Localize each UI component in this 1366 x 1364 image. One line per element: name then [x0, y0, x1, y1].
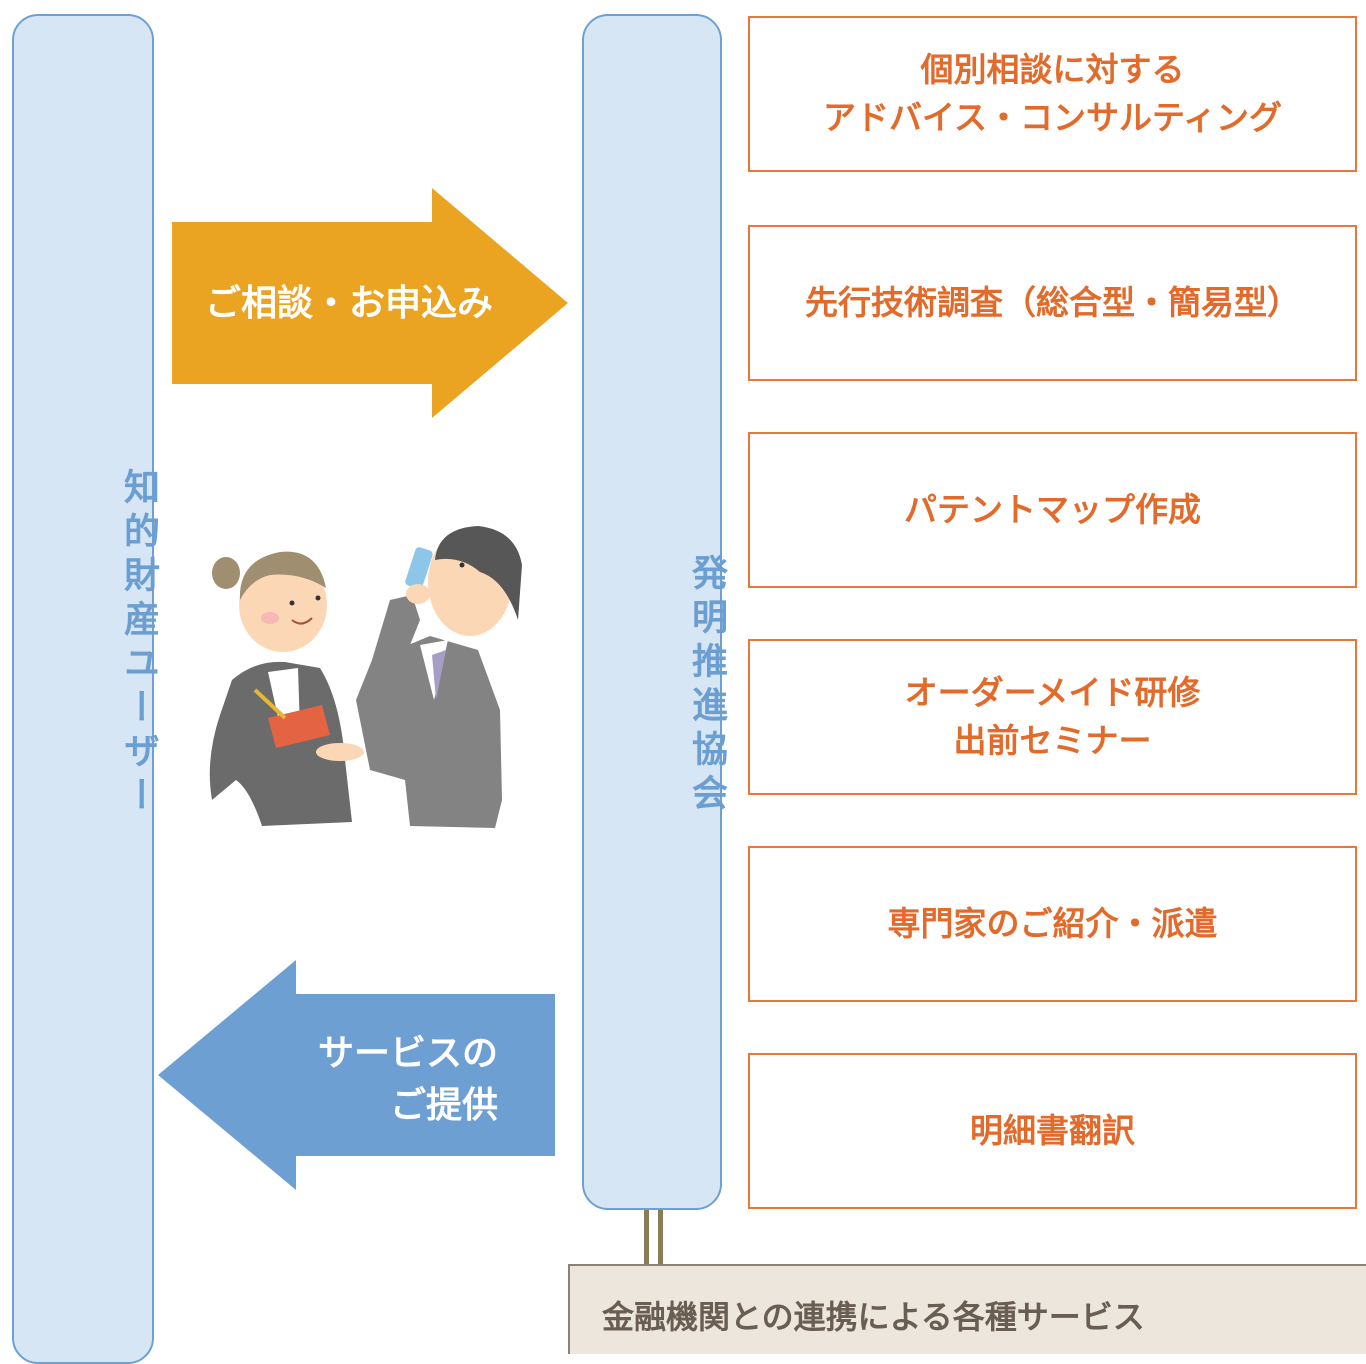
association-pillar: 発明推進協会 — [582, 14, 727, 1210]
provide-label-line2: ご提供 — [389, 1085, 498, 1127]
ip-user-label: 知的財産ユーザー — [118, 468, 159, 820]
provide-arrow-label: サービスの ご提供 — [302, 1028, 498, 1132]
service-custom-training: オーダーメイド研修 出前セミナー — [748, 639, 1357, 795]
ip-user-pillar: 知的財産ユーザー — [12, 14, 159, 1364]
business-people-illustration — [209, 526, 522, 828]
service-label-line1: 先行技術調査（総合型・簡易型） — [805, 283, 1300, 323]
provide-label-line1: サービスの — [317, 1033, 498, 1074]
service-label-line1: 個別相談に対する — [920, 50, 1185, 90]
service-label-line2: 出前セミナー — [953, 721, 1152, 760]
service-expert-referral: 専門家のご紹介・派遣 — [748, 846, 1357, 1002]
service-label-line1: 明細書翻訳 — [970, 1111, 1135, 1151]
service-patent-map: パテントマップ作成 — [748, 432, 1357, 588]
service-label-line1: オーダーメイド研修 — [904, 673, 1201, 713]
association-label: 発明推進協会 — [686, 554, 727, 818]
service-translation: 明細書翻訳 — [748, 1053, 1357, 1209]
finance-connector — [644, 1210, 664, 1268]
service-prior-art-search: 先行技術調査（総合型・簡易型） — [748, 225, 1357, 381]
service-label-line1: パテントマップ作成 — [904, 490, 1201, 530]
service-label-line1: 専門家のご紹介・派遣 — [887, 904, 1218, 944]
service-consulting: 個別相談に対する アドバイス・コンサルティング — [748, 16, 1357, 172]
service-label-line2: アドバイス・コンサルティング — [822, 98, 1283, 137]
request-arrow-label: ご相談・お申込み — [205, 283, 494, 324]
finance-partnership-box: 金融機関との連携による各種サービス — [568, 1264, 1366, 1354]
